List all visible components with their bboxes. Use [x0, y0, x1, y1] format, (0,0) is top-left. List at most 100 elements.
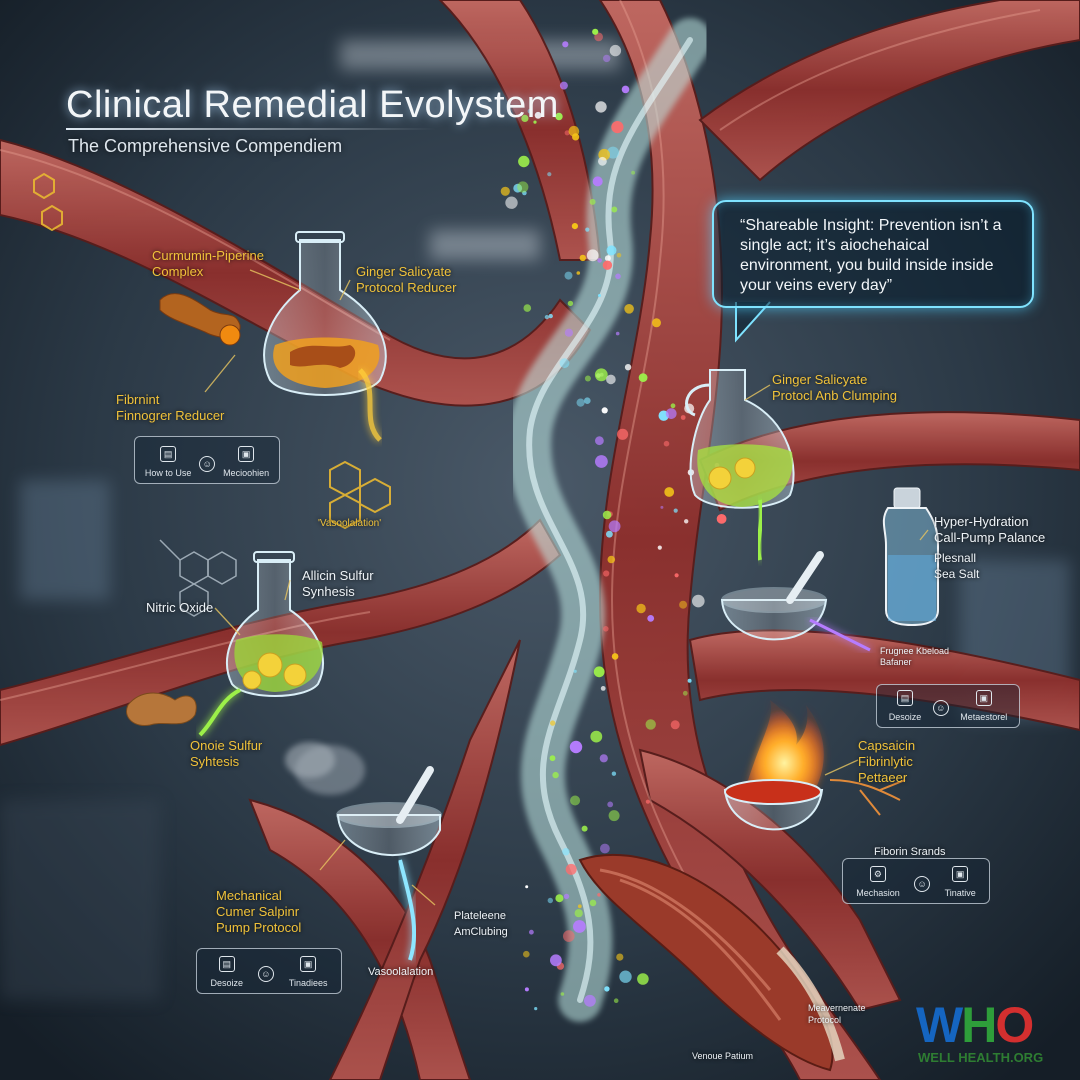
muscle-icon	[578, 853, 845, 1072]
particle-dot	[594, 32, 603, 42]
particle-dot	[589, 899, 597, 907]
particle-dot	[606, 374, 616, 385]
particle-dot	[563, 893, 570, 900]
logo-site-text: WELL HEALTH.ORG	[918, 1050, 1044, 1065]
particle-dot	[559, 358, 570, 369]
label-ginger-right: Ginger Salicyate Protocl Anb Clumping	[772, 372, 898, 403]
particle-dot	[564, 328, 574, 337]
particle-dot	[590, 730, 603, 743]
particle-dot	[585, 227, 590, 232]
particle-dot	[523, 950, 530, 958]
icon-box-item: ▣Metaestorel	[960, 690, 1007, 722]
particle-dot	[544, 315, 550, 320]
particle-dot	[631, 170, 635, 175]
particle-dot	[647, 615, 655, 622]
particle-dot	[593, 666, 605, 678]
particle-dot	[549, 755, 556, 762]
particle-dot	[570, 795, 581, 806]
icon-box-item: ▤Desoize	[889, 690, 921, 722]
particle-dot	[670, 403, 676, 409]
particle-dot	[569, 740, 583, 754]
particle-dot	[684, 519, 689, 524]
label-hydration: Hyper-Hydration Call-Pump Palance	[934, 514, 1046, 545]
icon-box-item: ☺	[932, 700, 949, 722]
particle-dot	[534, 111, 542, 119]
particle-dot	[608, 810, 620, 822]
particle-dot	[584, 397, 591, 405]
particle-dot	[595, 436, 604, 446]
particle-dot	[679, 600, 688, 609]
label-curcumin: Curmumin-Piperine Complex	[152, 248, 264, 279]
label-capsaicin: Capsaicin Fibrinlytic Pettaeer	[858, 738, 916, 785]
insight-text: “Shareable Insight: Prevention isn’t a s…	[740, 217, 1002, 294]
particle-dot	[682, 690, 688, 696]
page-subtitle: The Comprehensive Compendiem	[68, 136, 343, 156]
particle-dot	[564, 271, 573, 280]
particle-dot	[592, 176, 603, 187]
particle-dot	[624, 364, 632, 371]
particle-dot	[645, 719, 656, 730]
ginger-jug-icon	[685, 369, 795, 561]
particle-dot	[598, 294, 601, 297]
particle-dot	[606, 245, 617, 256]
particle-dot	[533, 120, 537, 124]
particle-dot	[584, 375, 591, 382]
logo-mark: WHO	[916, 997, 1034, 1053]
particle-dot	[602, 260, 613, 270]
icon-box-item: ⚙Mechasion	[856, 866, 900, 898]
particle-dot	[559, 81, 568, 90]
document-icon: ▤	[218, 956, 235, 972]
particle-dot	[550, 954, 562, 967]
water-bottle-icon	[882, 487, 939, 627]
turmeric-root-icon	[159, 293, 241, 346]
mortar-right-icon	[720, 551, 871, 652]
label-fluid-balance: Frugnee Kbeload Bafaner	[880, 646, 950, 667]
icon-box-item: ▣Mecioohien	[223, 446, 269, 478]
smile-icon: ☺	[914, 876, 931, 892]
particle-dot	[548, 313, 553, 319]
particle-dot	[562, 848, 570, 856]
insight-speech-bubble: “Shareable Insight: Prevention isn’t a s…	[712, 200, 1034, 308]
particle-dot	[573, 920, 586, 933]
particle-dot	[611, 653, 619, 660]
document-icon: ▤	[160, 446, 177, 462]
particle-dot	[547, 172, 552, 177]
particle-dot	[624, 304, 634, 314]
particle-dot	[534, 1007, 538, 1011]
particle-dot	[576, 398, 585, 407]
particle-dot	[564, 130, 570, 136]
kiosk-icon: ▣	[975, 690, 992, 706]
particle-dot	[600, 843, 610, 854]
particle-dot	[670, 720, 680, 730]
particle-dot	[581, 825, 588, 832]
icon-box-bottom-left: ▤Desoize ☺ ▣Tinadiees	[196, 948, 342, 994]
kiosk-icon: ▣	[238, 446, 255, 462]
icon-box-item: ☺	[914, 876, 931, 898]
label-ginger-left: Ginger Salicyate Protocol Reducer	[356, 264, 457, 295]
particle-dot	[562, 41, 569, 48]
particle-dot	[609, 44, 622, 57]
particle-dot	[638, 373, 648, 382]
particle-dot	[611, 206, 618, 213]
particle-dot	[604, 255, 611, 262]
mortar-bowl-icon	[285, 742, 442, 961]
particle-dot	[645, 799, 651, 804]
particle-dot	[600, 686, 606, 691]
particle-dot	[692, 594, 705, 608]
capsaicin-fire-icon	[723, 700, 906, 831]
particle-dot	[687, 678, 692, 683]
particle-dot	[617, 428, 629, 440]
particle-dot	[594, 368, 608, 382]
particle-dot	[589, 198, 596, 205]
icon-box-right-bottom: ⚙Mechasion ☺ ▣Tinative	[842, 858, 990, 904]
particle-dot	[529, 929, 534, 935]
title-divider	[66, 128, 436, 130]
particle-dot	[555, 112, 563, 121]
particle-dot	[592, 28, 599, 35]
particle-dot	[521, 114, 529, 122]
icon-box-top-left: ▤How to Use ☺ ▣Mecioohien	[134, 436, 280, 484]
hexagon-molecule-icon-left	[33, 172, 391, 530]
icon-box-item: ▣Tinative	[945, 866, 976, 898]
label-sea-salt: Plesnall Sea Salt	[934, 551, 980, 581]
